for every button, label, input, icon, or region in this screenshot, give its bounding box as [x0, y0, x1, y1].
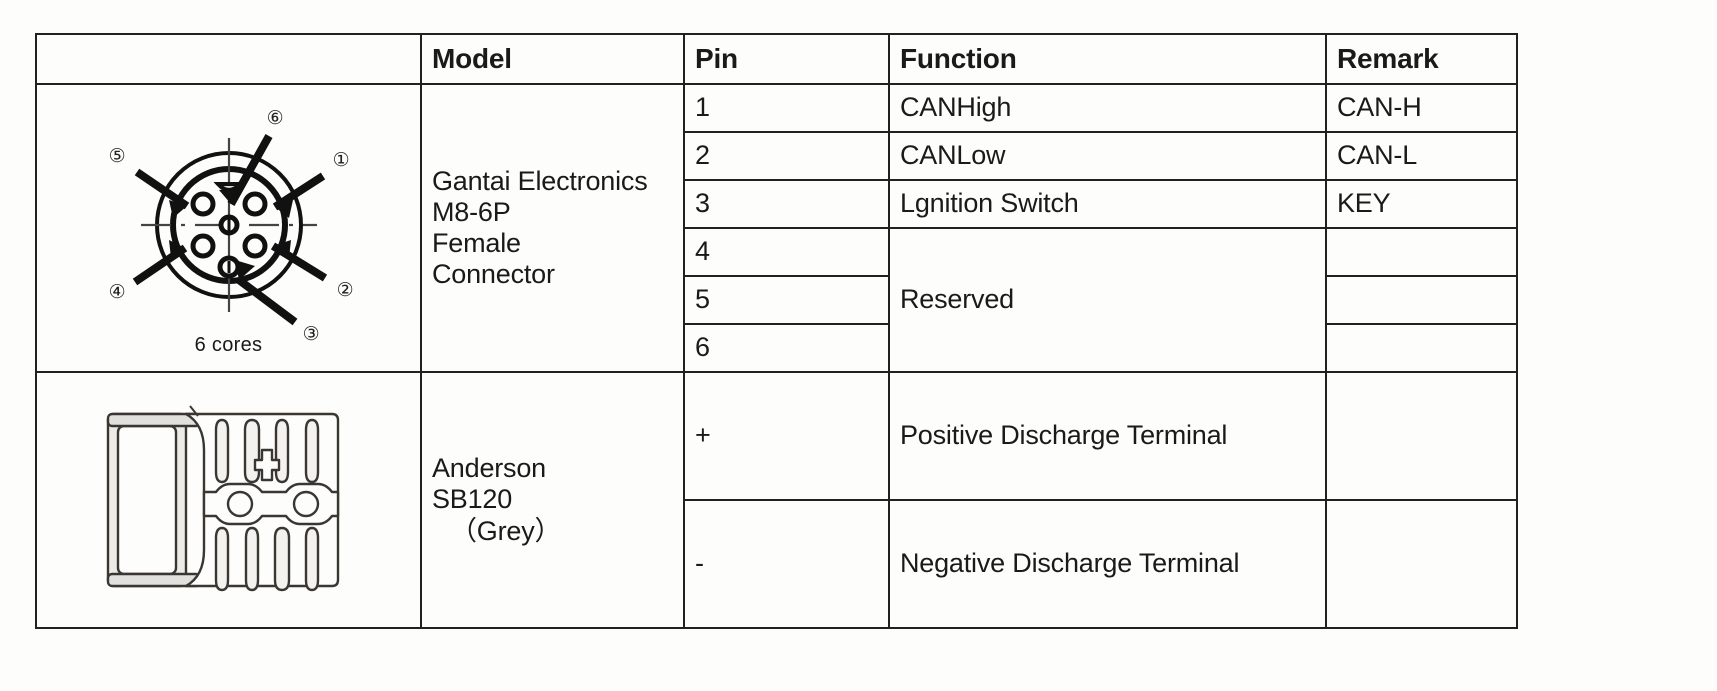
remark-cell: KEY: [1325, 179, 1518, 229]
column-header-image: [35, 33, 422, 85]
anderson-connector-figure-cell: [35, 371, 422, 629]
pin-cell: 4: [683, 227, 890, 277]
column-header-remark: Remark: [1325, 33, 1518, 85]
column-header-pin: Pin: [683, 33, 890, 85]
remark-cell: CAN-H: [1325, 83, 1518, 133]
table-row: 4 Reserved: [36, 227, 1518, 373]
model-line-4: Connector: [432, 259, 555, 290]
function-cell: Positive Discharge Terminal: [888, 371, 1327, 501]
table-row: 2 CANLow CAN-L: [36, 131, 1518, 181]
callout-3: ③: [302, 323, 319, 345]
model-line-1: Gantai Electronics: [432, 165, 648, 196]
pin-cell: 6: [683, 323, 890, 373]
table-row: ① ② ③ ④ ⑤ ⑥ 6 cores: [35, 83, 1518, 373]
remark-cell: [1325, 499, 1518, 629]
function-cell: Lgnition Switch: [888, 179, 1327, 229]
callout-6: ⑥: [266, 107, 283, 129]
remark-cell: [1325, 371, 1518, 501]
pin-cell: +: [683, 371, 890, 501]
model-line-2: SB120: [432, 484, 513, 515]
table-row: 6: [36, 323, 1518, 373]
function-cell-reserved: Reserved: [888, 227, 1327, 373]
function-cell: CANHigh: [888, 83, 1327, 133]
table-header-row: Model Pin Function Remark: [35, 33, 1518, 85]
pin-cell: 3: [683, 179, 890, 229]
remark-cell: [1325, 323, 1518, 373]
table-row: - Negative Discharge Terminal: [36, 499, 1518, 629]
function-cell: CANLow: [888, 131, 1327, 181]
remark-cell: [1325, 275, 1518, 325]
remark-cell: CAN-L: [1325, 131, 1518, 181]
pin-cell: 1: [683, 83, 890, 133]
connector-pinout-table: Model Pin Function Remark: [35, 33, 1518, 629]
callout-2: ②: [336, 279, 353, 301]
model-line-3: Female: [432, 228, 521, 258]
m8-6p-female-connector-pinout-diagram: ① ② ③ ④ ⑤ ⑥: [79, 100, 379, 350]
pin-cell: 2: [683, 131, 890, 181]
pin-cell: 5: [683, 275, 890, 325]
model-cell-anderson: Anderson SB120 （Grey）: [420, 371, 685, 629]
pin-cell: -: [683, 499, 890, 629]
table-row: 3 Lgnition Switch KEY: [36, 179, 1518, 229]
m8-connector-figure-cell: ① ② ③ ④ ⑤ ⑥ 6 cores: [35, 83, 422, 373]
model-cell-m8: Gantai Electronics M8-6P Female Connecto…: [420, 83, 685, 373]
model-line-3: （Grey）: [450, 515, 562, 546]
model-line-2: M8-6P: [432, 196, 511, 227]
column-header-function: Function: [888, 33, 1327, 85]
callout-5: ⑤: [108, 145, 125, 167]
callout-4: ④: [108, 281, 125, 303]
function-cell: Negative Discharge Terminal: [888, 499, 1327, 629]
column-header-model: Model: [420, 33, 685, 85]
anderson-sb120-connector-drawing: [94, 400, 364, 600]
callout-1: ①: [332, 149, 349, 171]
remark-cell: [1325, 227, 1518, 277]
model-line-1: Anderson: [432, 453, 546, 484]
table-row: Anderson SB120 （Grey） + Positive Dischar…: [35, 371, 1518, 629]
table-row: 5: [36, 275, 1518, 325]
figure-caption-6-cores: 6 cores: [194, 333, 263, 356]
